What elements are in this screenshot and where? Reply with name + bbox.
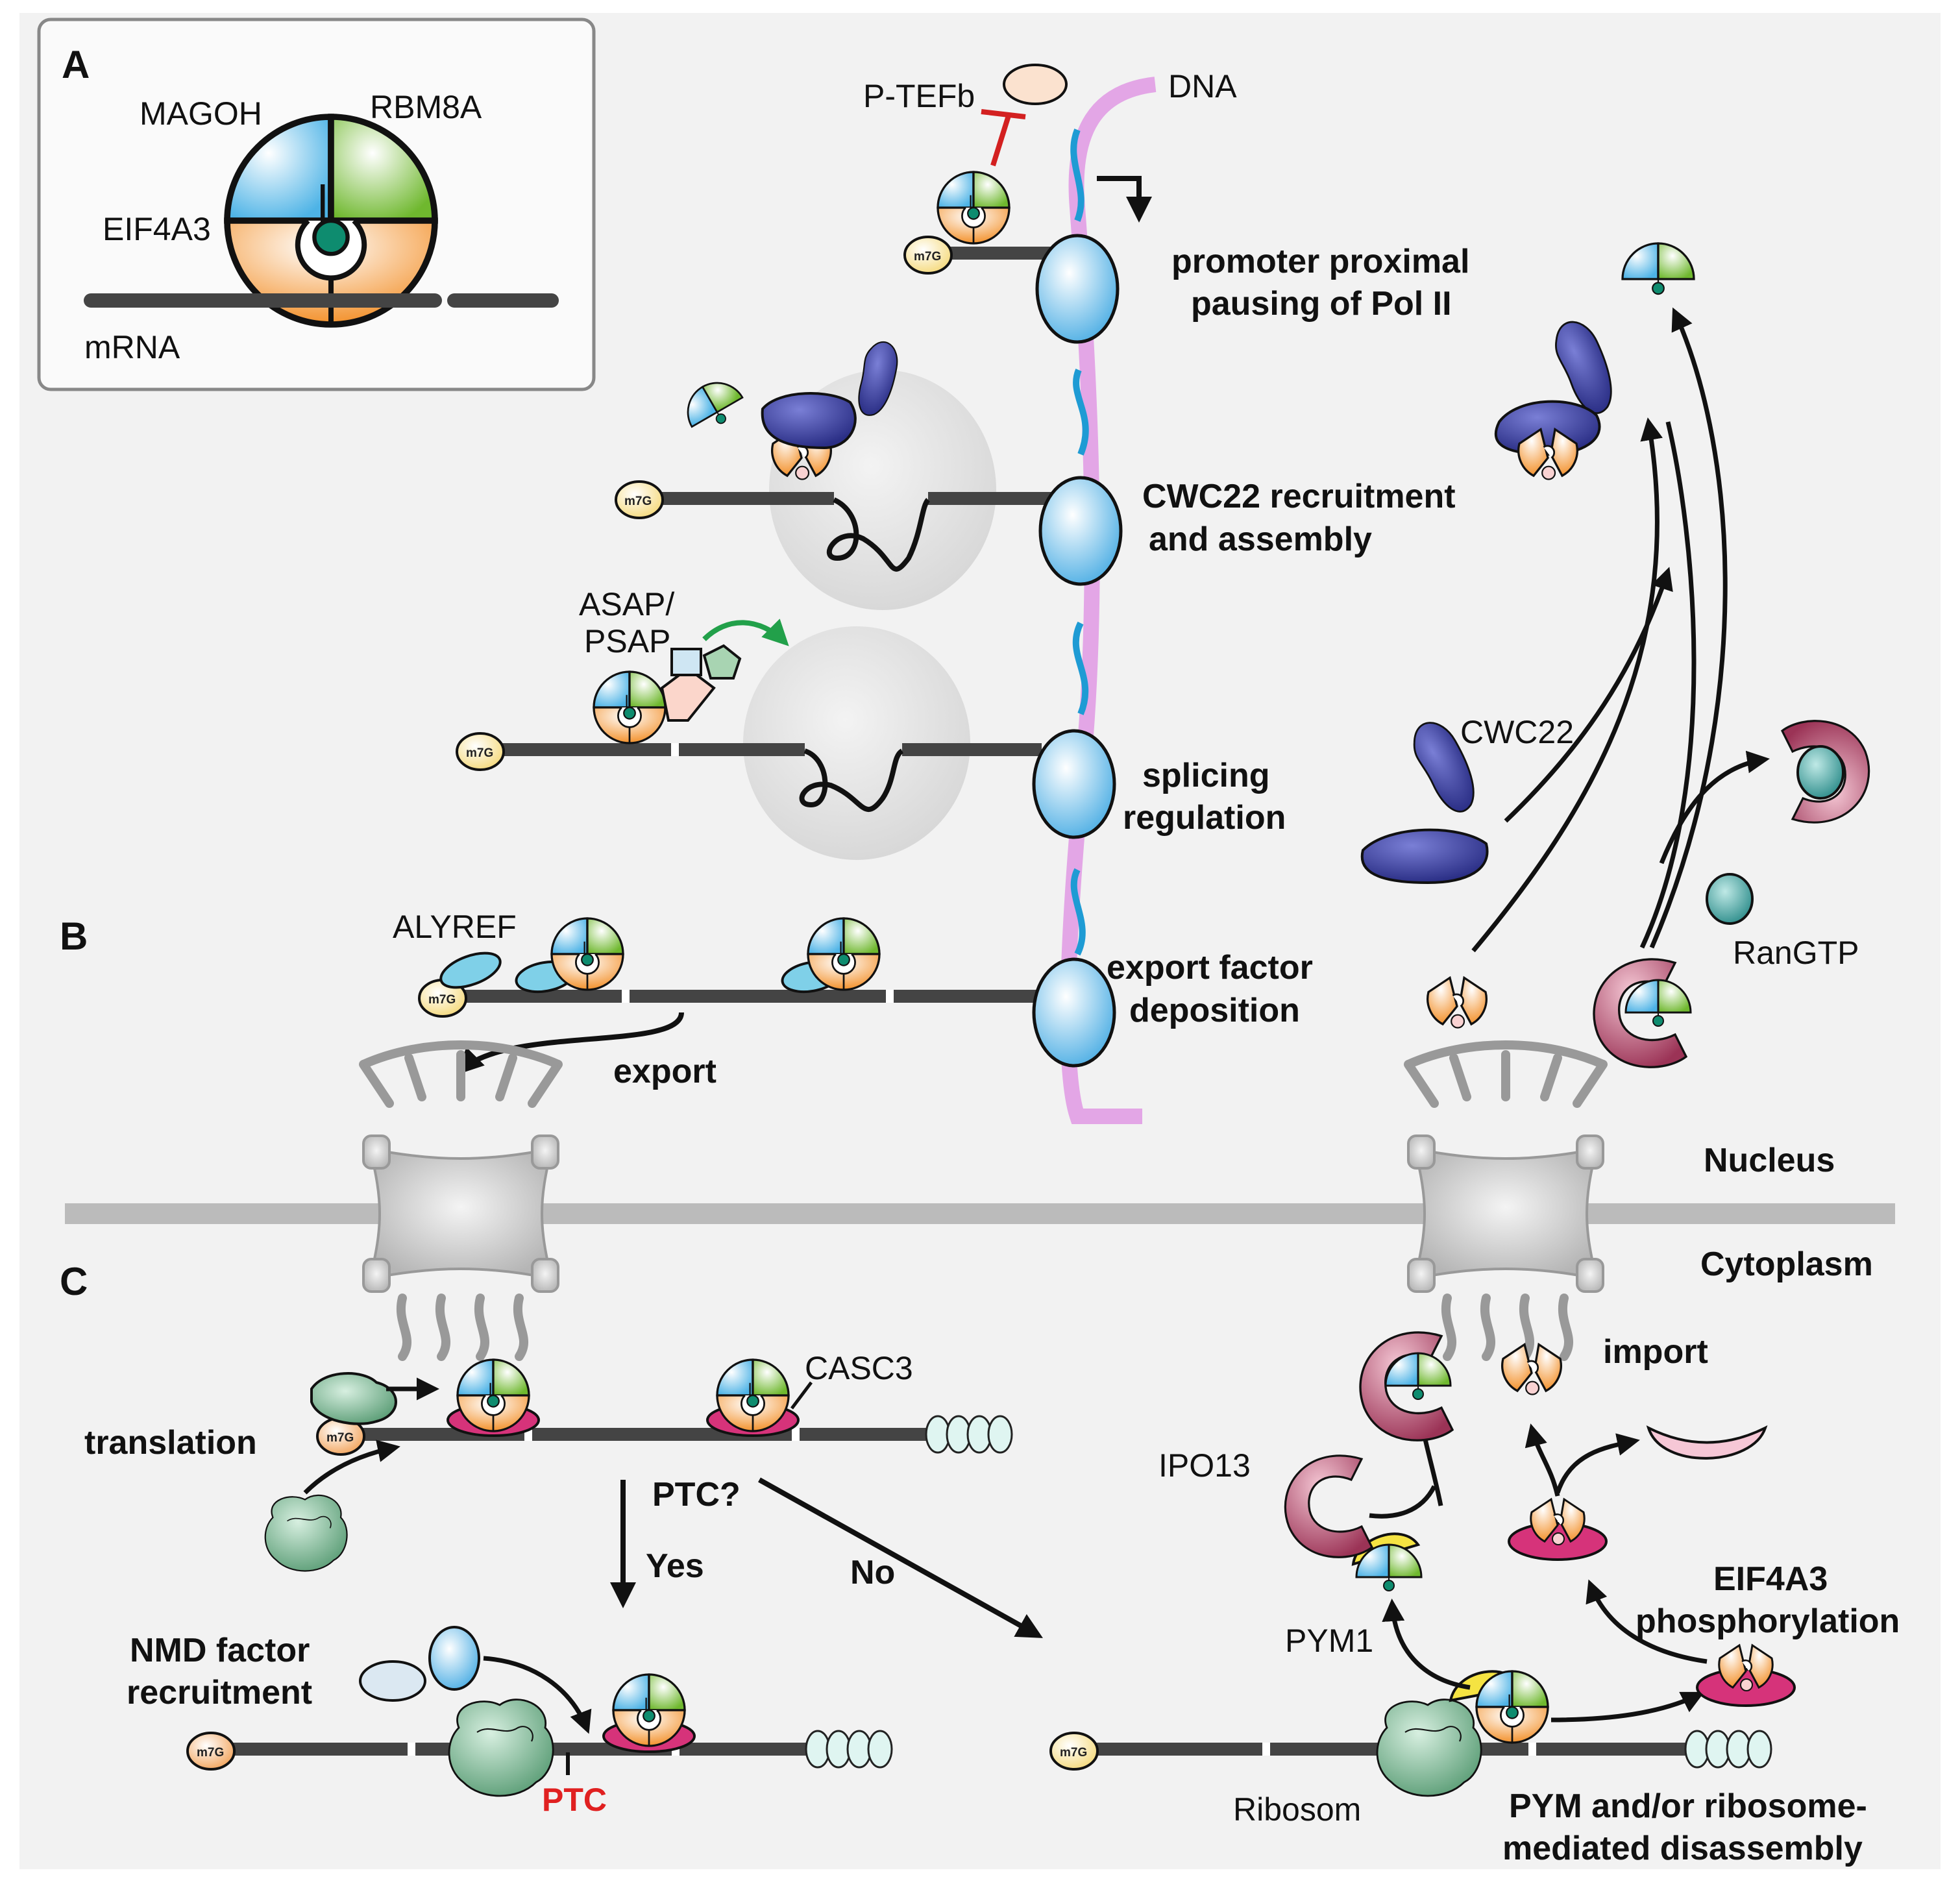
translation-label: translation <box>84 1424 257 1462</box>
magoh-label: MAGOH <box>140 95 262 132</box>
export-label: export <box>613 1053 717 1090</box>
panel-label-c: C <box>60 1260 88 1303</box>
splicing-label-2: regulation <box>1123 799 1286 837</box>
export-arrow <box>457 1012 684 1075</box>
mrna-label: mRNA <box>84 329 180 365</box>
ejc-complex-6 <box>456 1358 530 1432</box>
cwc22-label: CWC22 <box>1460 714 1574 750</box>
green-arrow <box>702 619 789 646</box>
export-factor-label-2: deposition <box>1129 992 1300 1029</box>
cap-label-3: m7G <box>466 746 493 760</box>
ptc-question-label: PTC? <box>652 1476 741 1514</box>
disassembly-label-2: mediated disassembly <box>1502 1830 1863 1867</box>
small-ribosome-subunit <box>310 1372 397 1425</box>
export-factor-label-1: export factor <box>1107 949 1313 987</box>
cytoplasm-label: Cytoplasm <box>1700 1245 1873 1283</box>
nucleus-label: Nucleus <box>1704 1142 1835 1179</box>
ribosome-normal <box>1376 1699 1482 1797</box>
rbm8a-label: RBM8A <box>370 89 482 125</box>
alyref-shape-1 <box>439 951 502 989</box>
cwc22-step-label-2: and assembly <box>1149 521 1372 558</box>
cap-label-7: m7G <box>1060 1746 1087 1760</box>
pol-ii-4 <box>1034 959 1114 1066</box>
step-export-deposition: B ALYREF m7G export factor deposition ex… <box>60 909 1313 1090</box>
dna-label: DNA <box>1168 68 1237 104</box>
eif4a3-label: EIF4A3 <box>103 211 211 247</box>
step-cwc22: m7G CWC22 recruitment and assembly <box>615 338 1456 610</box>
panel-a-inset: A MAGOH RBM8A EIF4A3 mRNA <box>37 18 596 391</box>
ejc-complex-5 <box>807 917 881 991</box>
step-splicing: ASAP/ PSAP m7G splicing regulation <box>456 586 1286 860</box>
pausing-label-2: pausing of Pol II <box>1191 285 1452 323</box>
cap-label-1: m7G <box>914 250 941 264</box>
ptefb-label: P-TEFb <box>863 78 975 114</box>
ptc-label: PTC <box>542 1782 607 1818</box>
cap-label-6: m7G <box>197 1746 224 1760</box>
nmd-label-2: recruitment <box>127 1674 312 1711</box>
ejc-complex-8 <box>612 1673 686 1747</box>
asap-label-1: ASAP/ <box>579 586 674 622</box>
pausing-label-1: promoter proximal <box>1171 243 1469 280</box>
splicing-label-1: splicing <box>1142 757 1269 794</box>
ribosome-nmd <box>448 1699 554 1797</box>
import-label: import <box>1603 1333 1708 1371</box>
casc3-label: CASC3 <box>805 1350 913 1386</box>
nmd-factor-2 <box>428 1626 480 1691</box>
phos-label-1: EIF4A3 <box>1713 1560 1828 1598</box>
yes-label: Yes <box>646 1547 704 1585</box>
phos-label-2: phosphorylation <box>1635 1602 1900 1640</box>
nuclear-recycling: CWC22 RanGTP <box>1360 242 1870 1068</box>
disassembly-label-1: PYM and/or ribosome- <box>1509 1787 1867 1825</box>
ipo13-label: IPO13 <box>1158 1447 1251 1484</box>
rangtp-label: RanGTP <box>1733 935 1859 971</box>
nmd-factor-1 <box>359 1660 426 1702</box>
step-pausing: P-TEFb m7G promoter proximal pausing of … <box>863 64 1469 342</box>
ejc-complex-4 <box>550 917 624 991</box>
pol-ii-1 <box>1037 236 1118 342</box>
alyref-label: ALYREF <box>393 909 517 945</box>
ejc-complex-9 <box>1475 1670 1549 1744</box>
pol-ii-2 <box>1040 478 1121 584</box>
casc3-released <box>1646 1425 1768 1460</box>
spliceosome-2 <box>743 626 970 860</box>
ptefb-shape <box>1003 64 1068 105</box>
no-label: No <box>850 1554 895 1591</box>
inhibition-line <box>990 112 1012 167</box>
asap-label-2: PSAP <box>584 623 670 659</box>
pol-ii-3 <box>1034 731 1114 837</box>
ejc-complex-1 <box>937 171 1011 245</box>
rangtp-shape <box>1706 873 1754 925</box>
cwc22-step-label-1: CWC22 recruitment <box>1142 478 1456 515</box>
ribosom-label: Ribosom <box>1233 1791 1361 1828</box>
nmd-label-1: NMD factor <box>130 1632 310 1669</box>
cap-label-2: m7G <box>624 495 652 508</box>
panel-c: C translation m7G CASC3 PTC? Yes No NMD … <box>60 1260 1900 1867</box>
nuclear-pore-left <box>359 1040 563 1361</box>
cap-label-5: m7G <box>326 1431 354 1445</box>
large-ribosome-subunit <box>264 1494 348 1572</box>
nascent-rna-1 <box>1070 129 1084 222</box>
ejc-complex-3 <box>593 670 667 744</box>
pym1-label: PYM1 <box>1285 1623 1373 1659</box>
panel-label-a: A <box>62 43 90 86</box>
tss-arrow <box>1097 176 1152 223</box>
nuclear-pore-right <box>1404 1040 1608 1361</box>
panel-label-b: B <box>60 914 88 958</box>
cap-label-4: m7G <box>428 993 456 1007</box>
cwc22-shape-1 <box>761 392 857 450</box>
ejc-complex-7 <box>716 1358 790 1432</box>
